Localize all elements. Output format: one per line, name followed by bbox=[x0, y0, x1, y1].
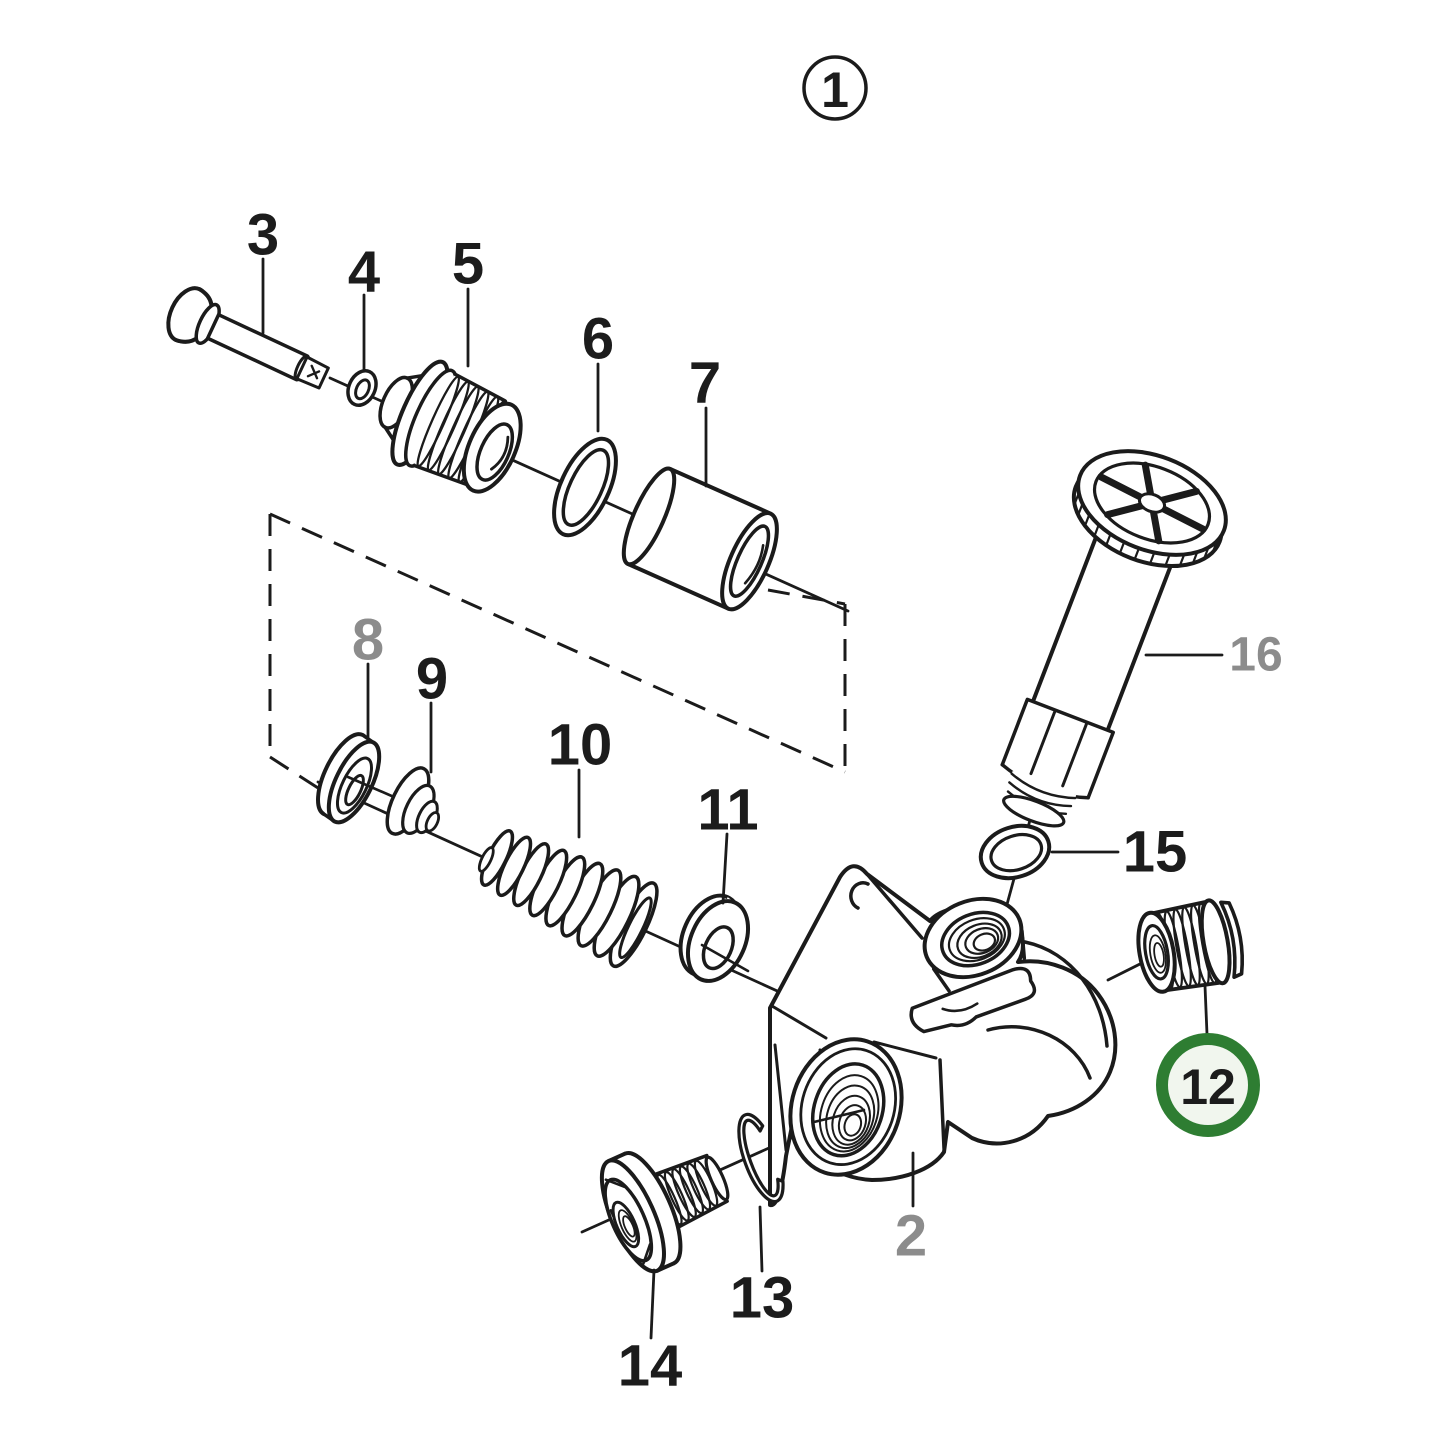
part-13-leader-line bbox=[758, 1205, 764, 1273]
axis-through-part-8 bbox=[346, 775, 396, 799]
part-number-labels: 3 4 5 6 7 8 9 10 11 2 13 14 15 16 bbox=[247, 203, 1283, 1399]
assembly-callout-circle bbox=[802, 55, 868, 121]
part-3-label: 3 bbox=[247, 203, 279, 268]
part-12-label[interactable]: 12 bbox=[1180, 1059, 1236, 1115]
part-5-label: 5 bbox=[452, 232, 484, 297]
part-4-washer-drawing bbox=[346, 369, 378, 407]
highlighted-part-12-callout[interactable]: 12 bbox=[1156, 1033, 1260, 1137]
part-16-hand-primer-drawing bbox=[1000, 449, 1228, 828]
part-15-o-ring-drawing bbox=[978, 823, 1052, 881]
part-14-label: 14 bbox=[618, 1334, 683, 1399]
part-15-label: 15 bbox=[1123, 820, 1188, 885]
part-14-banjo-fitting-drawing bbox=[599, 1151, 730, 1274]
part-11-washer-drawing bbox=[678, 893, 751, 983]
part-13-label: 13 bbox=[730, 1266, 795, 1331]
highlight-ring[interactable] bbox=[1156, 1033, 1260, 1137]
part-14-leader-line bbox=[649, 1268, 656, 1340]
part-13-snap-ring-drawing bbox=[737, 1112, 785, 1204]
assembly-callout-1: 1 bbox=[802, 55, 868, 121]
part-6-label: 6 bbox=[582, 307, 614, 372]
part-6-o-ring-drawing bbox=[552, 436, 618, 538]
part-10-label: 10 bbox=[548, 713, 613, 778]
kit-boundary-dashed-box bbox=[268, 512, 847, 790]
part-2-pump-body-drawing bbox=[768, 864, 1118, 1208]
part-3-bolt-drawing bbox=[166, 286, 330, 390]
part-8-label: 8 bbox=[352, 608, 384, 673]
assembly-callout-label: 1 bbox=[821, 62, 849, 118]
axis-through-part-11 bbox=[700, 943, 750, 973]
part-7-label: 7 bbox=[689, 351, 721, 416]
leader-lines bbox=[261, 257, 1224, 1340]
part-11-label: 11 bbox=[697, 778, 758, 843]
part-12-leader-line bbox=[1203, 984, 1209, 1036]
part-7-piston-sleeve-drawing bbox=[621, 466, 779, 612]
part-10-spring-drawing bbox=[477, 828, 659, 969]
part-11-leader-line bbox=[721, 832, 729, 905]
part-12-threaded-bushing-drawing bbox=[1136, 898, 1245, 994]
part-4-label: 4 bbox=[348, 240, 380, 305]
part-9-label: 9 bbox=[416, 647, 448, 712]
part-5-threaded-plug-drawing bbox=[378, 359, 523, 494]
part-9-valve-cap-drawing bbox=[385, 766, 441, 836]
part-16-label: 16 bbox=[1229, 629, 1282, 682]
part-2-label: 2 bbox=[895, 1204, 927, 1269]
